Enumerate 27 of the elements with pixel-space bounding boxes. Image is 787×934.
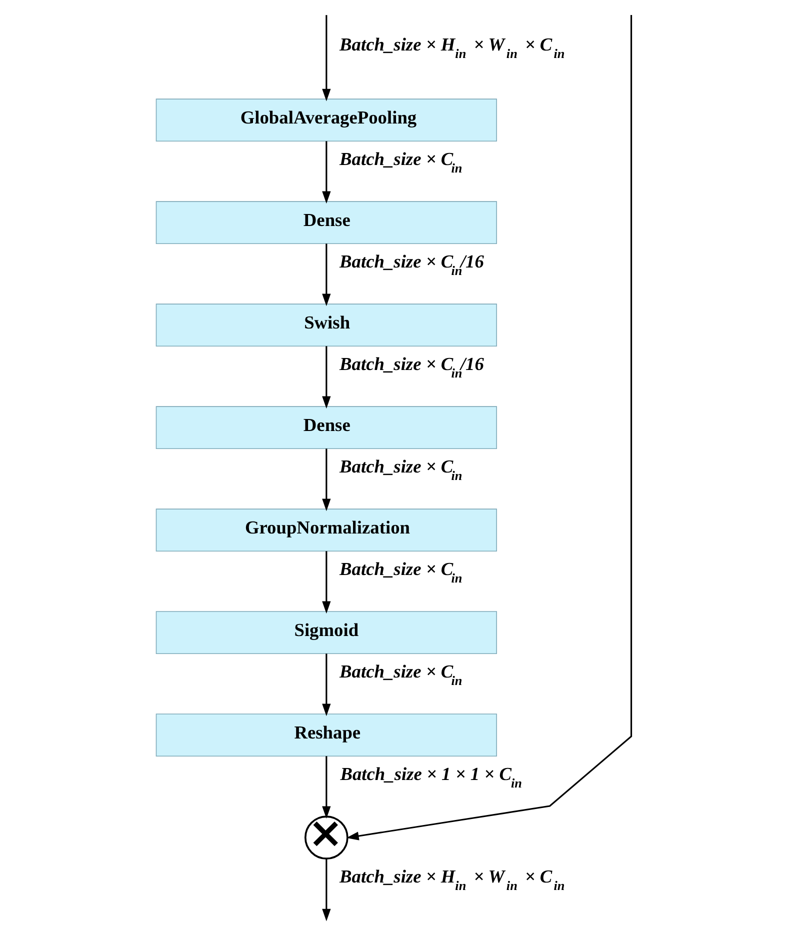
arrow (322, 756, 330, 819)
node-box: GroupNormalization (155, 508, 496, 552)
edge-label: Batch_size × 1 × 1 × C$_{in}$ (340, 764, 522, 790)
node-box: Dense (155, 406, 496, 449)
edge-label: Batch_size × C$_{in}$ (339, 559, 462, 586)
edge-label: Batch_size × C$_{in}$ (339, 662, 462, 688)
node-box: Sigmoid (155, 611, 496, 654)
edge-label: Batch_size × C$_{in}$ (339, 149, 462, 176)
arrow (322, 346, 330, 409)
arrow (322, 654, 330, 716)
node-box: Reshape (155, 714, 496, 756)
edge-label: Batch_size × C$_{in}$/16 (339, 354, 484, 381)
edge-label: Batch_size × H$_{in}$ × W$_{in}$ × C$_{in}$ (339, 866, 564, 893)
node-box: Dense (155, 201, 496, 244)
node-circle: × (304, 816, 348, 860)
edge-label: Batch_size × C$_{in}$ (339, 456, 462, 484)
arrow (322, 15, 330, 102)
arrow (322, 141, 330, 204)
arrow (322, 448, 330, 512)
arrow (322, 551, 330, 614)
node-box: Swish (155, 304, 496, 346)
arrow (322, 244, 330, 306)
arrow (346, 14, 632, 840)
node-box: GlobalAveragePooling (155, 98, 496, 142)
edge-label: Batch_size × C$_{in}$/16 (339, 252, 484, 278)
arrow (322, 858, 330, 922)
edge-label: Batch_size × H$_{in}$ × W$_{in}$ × C$_{in}$ (339, 34, 564, 62)
